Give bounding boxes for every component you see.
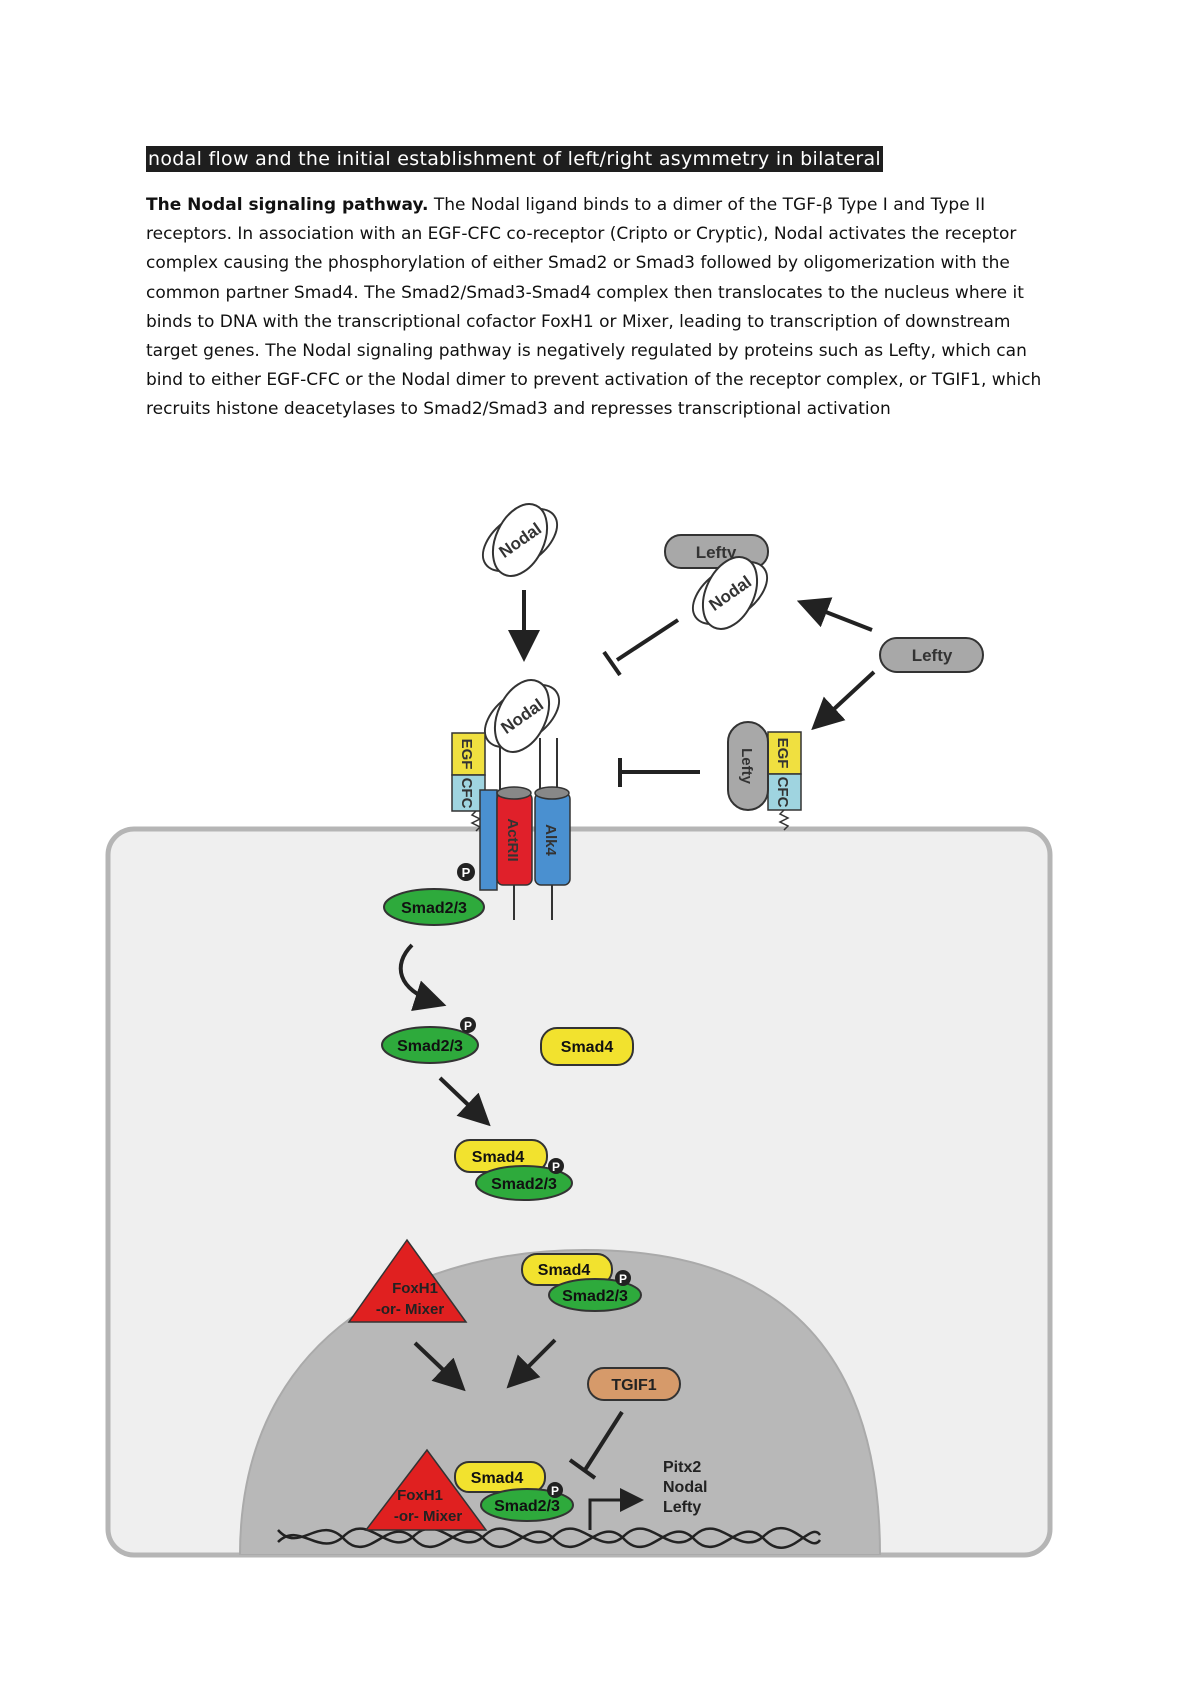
smad23-dna xyxy=(480,1488,574,1522)
foxh1-label-1: FoxH1 xyxy=(392,1280,438,1297)
smad23-label-1: Smad2/3 xyxy=(401,900,467,917)
egf-label-right: EGF xyxy=(774,738,791,769)
phosphate-complex-nuc xyxy=(615,1270,631,1286)
receptor-blue-left xyxy=(479,789,498,891)
smad23-label-4: Smad2/3 xyxy=(562,1288,628,1305)
smad4-label-2: Smad4 xyxy=(472,1149,525,1166)
lefty-label-top: Lefty xyxy=(696,543,737,562)
smad23-complex-cyto xyxy=(475,1165,573,1201)
lefty-label-vertical: Lefty xyxy=(738,748,755,784)
foxh1-triangle-dna xyxy=(364,1448,488,1531)
smad23-label-3: Smad2/3 xyxy=(491,1176,557,1193)
arrow-to-oligomer xyxy=(438,1076,491,1127)
target-gene-3: Lefty xyxy=(663,1499,701,1516)
transcription-start-arrow xyxy=(588,1488,644,1530)
caption-body: The Nodal ligand binds to a dimer of the… xyxy=(146,195,1042,420)
egf-label-left: EGF xyxy=(458,739,475,770)
actrii-top xyxy=(496,786,532,800)
nodal-bound-lefty: Nodal xyxy=(691,556,769,630)
smad4-label-1: Smad4 xyxy=(561,1039,614,1056)
phosphate-label-5: P xyxy=(551,1484,559,1498)
lefty-label-right: Lefty xyxy=(912,646,953,665)
phosphate-smad23 xyxy=(460,1017,476,1033)
actrii-label: ActRII xyxy=(504,818,521,861)
smad23-label-2: Smad2/3 xyxy=(397,1038,463,1055)
arrow-smad-down xyxy=(506,1338,557,1389)
phosphate-label-4: P xyxy=(619,1272,627,1286)
alk4-label: Alk4 xyxy=(542,824,559,856)
lefty-bound-egfcfc xyxy=(727,721,769,811)
nucleus xyxy=(238,1248,882,1555)
target-gene-2: Nodal xyxy=(663,1479,707,1496)
inhibit-tgif1-bar xyxy=(568,1458,597,1480)
inhibit-line-top xyxy=(615,618,680,662)
phosphate-receptor xyxy=(457,863,475,881)
inhibit-bar-top xyxy=(602,650,622,677)
or-mixer-label-2: -or- Mixer xyxy=(394,1508,463,1525)
cfc-box-right xyxy=(767,773,802,811)
phosphate-label-2: P xyxy=(464,1019,472,1033)
arrow-curve-phosphorylation xyxy=(398,943,447,1012)
arrow-lefty-to-egfcfc xyxy=(811,670,876,731)
target-gene-1: Pitx2 xyxy=(663,1459,701,1476)
smad4-free xyxy=(540,1027,634,1066)
nodal-bound-receptor: Nodal xyxy=(483,679,561,753)
inhibit-tgif1 xyxy=(583,1410,624,1472)
or-mixer-label-1: -or- Mixer xyxy=(376,1301,445,1318)
tgif1-box xyxy=(587,1367,681,1401)
alk4-top xyxy=(534,786,570,800)
tgif1-label: TGIF1 xyxy=(611,1377,656,1394)
cfc-label-right: CFC xyxy=(774,777,791,808)
caption-lead: The Nodal signaling pathway. xyxy=(146,195,429,215)
phosphate-complex-cyto xyxy=(548,1158,564,1174)
smad23-phosphorylated xyxy=(381,1026,479,1064)
caption-paragraph: The Nodal signaling pathway. The Nodal l… xyxy=(146,191,1066,425)
section-heading: nodal flow and the initial establishment… xyxy=(146,146,883,172)
phosphate-label-1: P xyxy=(462,865,471,880)
smad23-complex-nuc xyxy=(548,1278,642,1312)
arrow-foxh1-down xyxy=(413,1341,466,1392)
arrow-lefty-to-complex xyxy=(796,597,873,632)
anchor-right xyxy=(778,809,790,831)
smad23-receptor xyxy=(383,888,485,926)
phosphate-dna xyxy=(547,1482,563,1498)
smad23-label-5: Smad2/3 xyxy=(494,1498,560,1515)
foxh1-label-2: FoxH1 xyxy=(397,1487,443,1504)
cfc-label-left: CFC xyxy=(458,778,475,809)
smad4-label-4: Smad4 xyxy=(471,1470,524,1487)
dna-strand-2 xyxy=(277,1528,822,1549)
lefty-box-right xyxy=(879,637,984,673)
foxh1-triangle-upper xyxy=(347,1238,468,1323)
smad4-label-3: Smad4 xyxy=(538,1262,591,1279)
nodal-ligand-free: Nodal xyxy=(481,503,559,577)
phosphate-label-3: P xyxy=(552,1160,560,1174)
